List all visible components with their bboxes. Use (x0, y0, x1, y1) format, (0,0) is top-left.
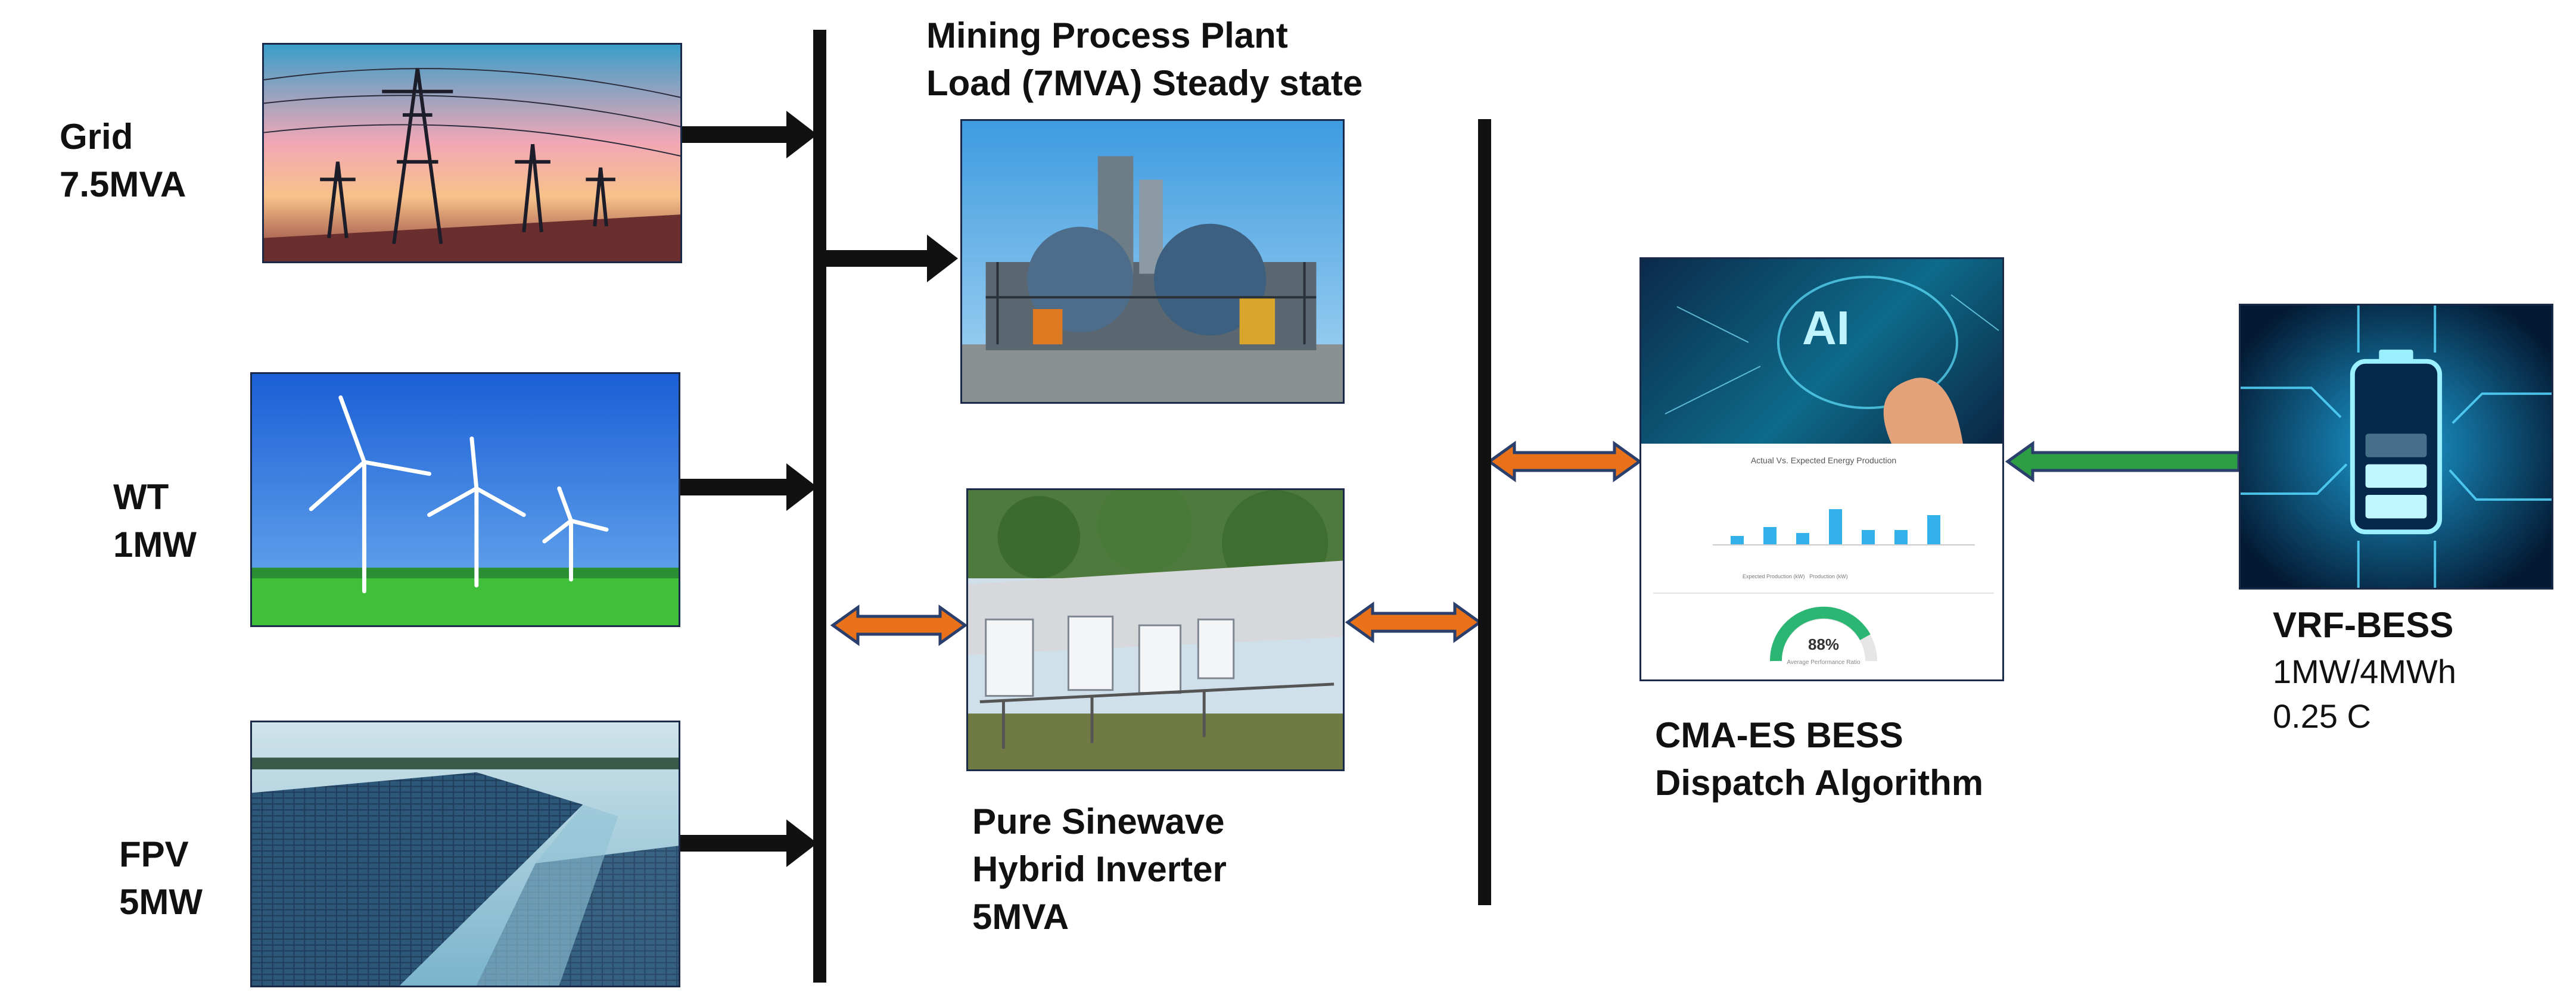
floating-pv-photo (250, 721, 680, 987)
performance-gauge (1769, 606, 1877, 662)
secondary-bus (1478, 119, 1491, 905)
ai-banner: AI (1641, 259, 2002, 444)
bess-label: VRF-BESS (2273, 605, 2454, 645)
wt-to-bus-arrow (679, 463, 817, 511)
wind-turbine-photo (250, 372, 680, 627)
fpv-to-bus-arrow (679, 819, 817, 867)
bus2-algorithm-bidirectional-arrow (1486, 441, 1642, 482)
dashboard-chart-title: Actual Vs. Expected Energy Production (1750, 456, 1897, 465)
dashboard-bar-chart (1713, 509, 1975, 545)
main-ac-bus (813, 30, 826, 983)
dashboard-divider (1653, 593, 1994, 594)
dashboard-legend: Expected Production (kW) Production (kW) (1743, 573, 1848, 579)
ai-dashboard-photo: AI Actual Vs. Expected Energy Production… (1639, 257, 2004, 681)
bus-to-load-arrow (826, 235, 958, 282)
grid-to-bus-arrow (679, 111, 817, 158)
transmission-tower-photo (262, 43, 682, 263)
battery-circuit-photo (2239, 304, 2553, 590)
gauge-value: 88% (1807, 635, 1840, 653)
solar-inverter-photo (966, 488, 1345, 771)
inverter-bus2-bidirectional-arrow (1345, 601, 1483, 643)
mining-plant-photo (960, 119, 1345, 404)
bess-to-algorithm-arrow (2005, 441, 2241, 482)
bus-inverter-bidirectional-arrow (830, 604, 968, 646)
gauge-label: Average Performance Ratio (1787, 659, 1861, 666)
ai-screen-text: AI (1802, 301, 1850, 354)
